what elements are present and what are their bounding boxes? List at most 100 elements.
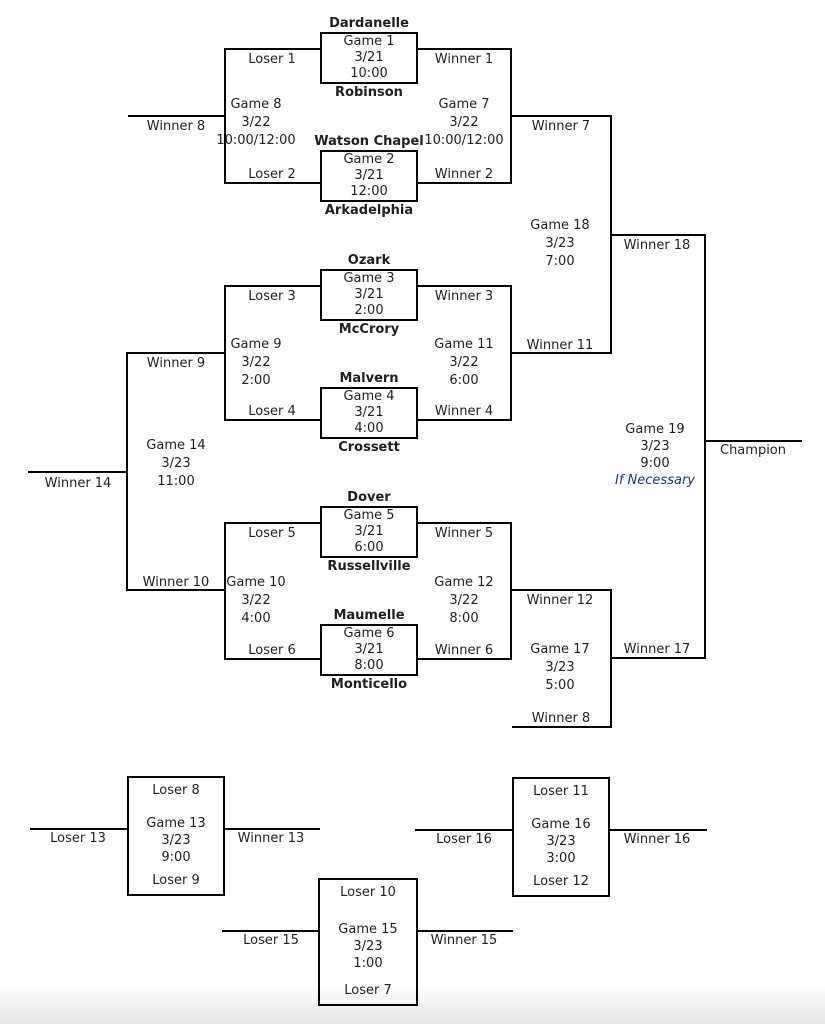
game12-time: 8:00 <box>449 611 479 626</box>
slot-loser16: Loser 16 <box>436 832 492 847</box>
slot-winner6: Winner 6 <box>434 643 494 658</box>
slot-winner12: Winner 12 <box>526 593 594 608</box>
game14-time: 11:00 <box>157 474 195 489</box>
line-game14-vertical <box>126 352 128 591</box>
game12-title: Game 12 <box>434 575 494 590</box>
line-bracketC-left-vertical <box>224 522 226 660</box>
line-winner7-stub <box>512 115 610 117</box>
game15-info: Game 15 3/23 1:00 <box>320 921 416 972</box>
game4-time: 4:00 <box>354 421 384 436</box>
line-loser16 <box>415 829 512 831</box>
line-game5-left <box>226 522 320 524</box>
game9-date: 3/22 <box>241 355 271 370</box>
game16-box: Loser 11 Game 16 3/23 3:00 Loser 12 <box>512 777 610 897</box>
line-winner15 <box>418 930 513 932</box>
game13-time: 9:00 <box>161 850 191 865</box>
slot-loser13: Loser 13 <box>50 831 106 846</box>
team-dardanelle: Dardanelle <box>329 16 409 31</box>
game7-info: Game 7 3/22 10:00/12:00 <box>424 96 503 150</box>
game14-title: Game 14 <box>146 438 206 453</box>
line-bracketC-right-vertical <box>510 522 512 660</box>
game15-date: 3/23 <box>353 939 383 954</box>
team-robinson: Robinson <box>335 85 403 100</box>
game5-date: 3/21 <box>354 524 384 539</box>
line-winner9-stub <box>128 352 224 354</box>
slot-winner10: Winner 10 <box>142 575 210 590</box>
game15-bottom-slot: Loser 7 <box>320 983 416 998</box>
slot-winner13: Winner 13 <box>237 831 305 846</box>
game13-top-slot: Loser 8 <box>152 783 200 798</box>
game16-bottom-slot: Loser 12 <box>533 874 589 889</box>
line-game1-right <box>418 48 512 50</box>
slot-winner3: Winner 3 <box>434 289 494 304</box>
line-loser13 <box>30 828 127 830</box>
game14-date: 3/23 <box>161 456 191 471</box>
game6-title: Game 6 <box>343 626 395 641</box>
line-champion <box>704 440 802 442</box>
game10-date: 3/22 <box>241 593 271 608</box>
game10-info: Game 10 3/22 4:00 <box>226 574 285 628</box>
game14-info: Game 14 3/23 11:00 <box>146 437 205 491</box>
slot-loser5: Loser 5 <box>248 526 296 541</box>
game3-date: 3/21 <box>354 287 384 302</box>
game3-title: Game 3 <box>343 271 395 286</box>
line-game5-right <box>418 522 512 524</box>
game15-time: 1:00 <box>353 956 383 971</box>
slot-winner17: Winner 17 <box>623 642 691 657</box>
slot-loser15: Loser 15 <box>243 933 299 948</box>
slot-loser6: Loser 6 <box>248 643 296 658</box>
line-final-vertical <box>704 234 706 659</box>
line-winner17-stub <box>610 657 706 659</box>
line-winner18-stub <box>610 234 706 236</box>
line-bracketA-left-vertical <box>224 48 226 184</box>
slot-winner11: Winner 11 <box>526 338 594 353</box>
game18-time: 7:00 <box>545 254 575 269</box>
game16-date: 3/23 <box>546 834 576 849</box>
game6-date: 3/21 <box>354 642 384 657</box>
team-mccrory: McCrory <box>338 322 400 337</box>
team-dover: Dover <box>347 490 391 505</box>
game10-time: 4:00 <box>241 611 271 626</box>
game3-time: 2:00 <box>354 303 384 318</box>
slot-winner7: Winner 7 <box>531 119 591 134</box>
team-russellville: Russellville <box>327 559 411 574</box>
game16-info: Game 16 3/23 3:00 <box>514 816 608 867</box>
game5-box: Game 5 3/21 6:00 <box>320 506 418 558</box>
game12-info: Game 12 3/22 8:00 <box>434 574 493 628</box>
game13-date: 3/23 <box>161 833 191 848</box>
line-winner11-stub <box>512 352 610 354</box>
game1-time: 10:00 <box>350 66 388 81</box>
game6-box: Game 6 3/21 8:00 <box>320 624 418 676</box>
game11-info: Game 11 3/22 6:00 <box>434 336 493 390</box>
game17-title: Game 17 <box>530 642 590 657</box>
game8-date: 3/22 <box>241 115 271 130</box>
line-winner14-stub <box>28 471 126 473</box>
game11-date: 3/22 <box>449 355 479 370</box>
game19-time: 9:00 <box>640 456 670 471</box>
slot-winner14: Winner 14 <box>44 476 112 491</box>
game5-time: 6:00 <box>354 540 384 555</box>
slot-winner4: Winner 4 <box>434 404 494 419</box>
game4-box: Game 4 3/21 4:00 <box>320 387 418 439</box>
game4-date: 3/21 <box>354 405 384 420</box>
slot-loser2: Loser 2 <box>248 167 296 182</box>
game2-box: Game 2 3/21 12:00 <box>320 150 418 202</box>
line-loser15 <box>222 930 318 932</box>
game12-date: 3/22 <box>449 593 479 608</box>
line-winner12-stub <box>512 589 610 591</box>
team-maumelle: Maumelle <box>333 608 405 623</box>
game1-date: 3/21 <box>354 50 384 65</box>
game10-title: Game 10 <box>226 575 286 590</box>
line-bracketB-left-vertical <box>224 285 226 421</box>
line-game6-left <box>226 658 320 660</box>
game9-time: 2:00 <box>241 373 271 388</box>
slot-winner16: Winner 16 <box>623 832 691 847</box>
slot-loser4: Loser 4 <box>248 404 296 419</box>
game4-title: Game 4 <box>343 389 395 404</box>
game15-title: Game 15 <box>338 922 398 937</box>
slot-winner8: Winner 8 <box>146 119 206 134</box>
game8-info: Game 8 3/22 10:00/12:00 <box>216 96 295 150</box>
line-game6-right <box>418 658 512 660</box>
team-arkadelphia: Arkadelphia <box>324 203 414 218</box>
line-winner10-stub <box>128 589 224 591</box>
